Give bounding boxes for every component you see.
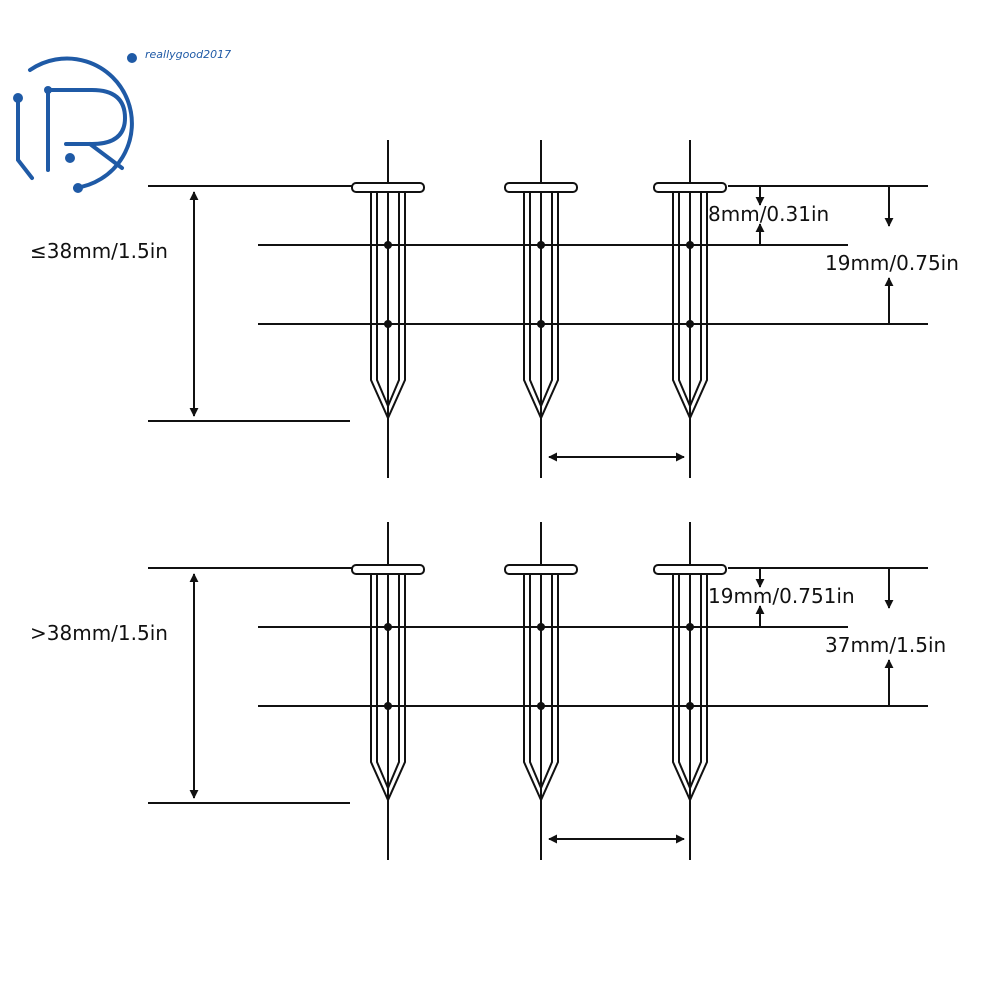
nail-head: [504, 564, 578, 575]
row-spacing-label: 37mm/1.5in: [825, 633, 946, 657]
total-length-label: >38mm/1.5in: [30, 621, 168, 645]
nail-shank-inner: [529, 574, 553, 791]
nail-shank-outer: [370, 192, 406, 421]
nail-dot-row2: [537, 702, 545, 710]
nail-dot-row2: [537, 320, 545, 328]
row-spacing-label: 19mm/0.75in: [825, 251, 959, 275]
edge-distance-label: 8mm/0.31in: [708, 202, 829, 226]
nail-dot-row1: [686, 241, 694, 249]
nail-dot-row1: [384, 623, 392, 631]
diagram-over-38mm: >38mm/1.5in 19mm/0.751in 37mm/1.5in: [30, 522, 946, 860]
nail-dot-row1: [686, 623, 694, 631]
nail-head: [351, 564, 425, 575]
nail-dot-row2: [686, 702, 694, 710]
nail-shank-inner: [678, 192, 702, 409]
nail-shank-outer: [523, 192, 559, 421]
nail-head: [504, 182, 578, 193]
nail-shank-inner: [376, 192, 400, 409]
nail-dot-row1: [537, 623, 545, 631]
nail-shank-outer: [672, 192, 708, 421]
nail-shank-outer: [672, 574, 708, 803]
nail-head: [351, 182, 425, 193]
nail-dot-row2: [384, 702, 392, 710]
nail-shank-outer: [370, 574, 406, 803]
nail-shank-inner: [678, 574, 702, 791]
nail-dot-row1: [537, 241, 545, 249]
nail-dot-row1: [384, 241, 392, 249]
nail-head: [653, 182, 727, 193]
diagram-max-38mm: ≤38mm/1.5in 8mm/0.31in 19mm/0.75in: [30, 140, 959, 478]
nail-dot-row2: [384, 320, 392, 328]
nail-dot-row2: [686, 320, 694, 328]
brand-watermark: reallygood2017: [145, 48, 231, 61]
nail-shank-inner: [529, 192, 553, 409]
nail-shank-inner: [376, 574, 400, 791]
edge-distance-label: 19mm/0.751in: [708, 584, 855, 608]
total-length-label: ≤38mm/1.5in: [30, 239, 168, 263]
nail-shank-outer: [523, 574, 559, 803]
nail-head: [653, 564, 727, 575]
brand-logo: [13, 53, 137, 193]
